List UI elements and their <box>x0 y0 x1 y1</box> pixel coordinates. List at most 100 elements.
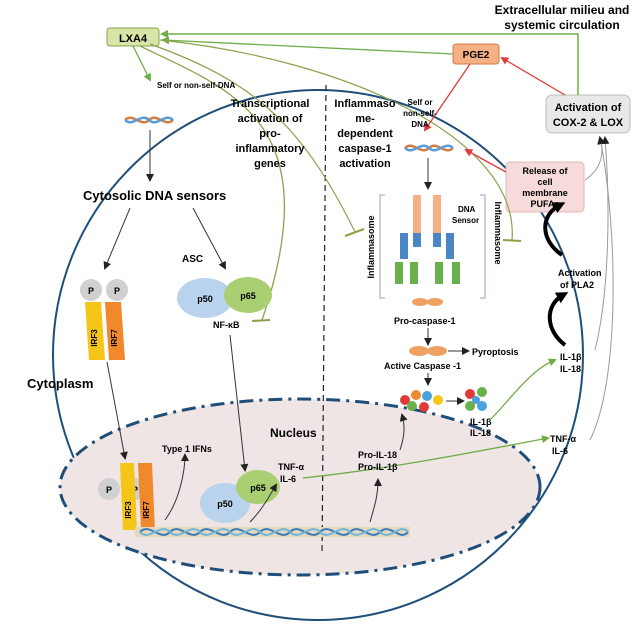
lxa4-to-dna-arrow <box>132 45 151 82</box>
right-dna-line-1: Self or <box>408 98 433 107</box>
release-to-dna-arrow <box>464 149 507 173</box>
cox-lox-line-2: COX-2 & LOX <box>553 117 624 129</box>
inflammasome-act-line-4: caspase-1 <box>338 143 391 155</box>
right-dna-line-2: non-self- <box>403 109 437 118</box>
header-line-2: systemic circulation <box>504 18 619 32</box>
transcriptional-line-2: activation of <box>238 113 303 125</box>
pla2-line-2: of PLA2 <box>560 280 594 290</box>
dna-sensor-line-1: DNA <box>458 205 476 214</box>
release-to-cox-arrow <box>584 136 606 181</box>
cox-lox-line-1: Activation of <box>555 102 622 114</box>
pro-il18-label: Pro-IL-18 <box>358 450 397 460</box>
inflammasome-act-line-2: me- <box>355 113 375 125</box>
il1b-out-label: IL-1β <box>560 352 582 362</box>
cytoplasm-label: Cytoplasm <box>27 376 93 391</box>
release-line-1: Release of <box>522 166 568 176</box>
il-to-cox-arrow <box>594 136 610 351</box>
nuclear-p50-label: p50 <box>217 499 233 509</box>
inflammasome-right-label: Inflammasome <box>493 201 503 264</box>
il1b-label: IL-1β <box>470 417 492 427</box>
dna-helix-icon <box>404 144 454 152</box>
inflammasome-act-line-1: Inflammaso <box>334 98 395 110</box>
inflammasome-left-label: Inflammasome <box>366 215 376 278</box>
release-line-2: cell <box>537 177 552 187</box>
release-line-4: PUFAs <box>530 199 559 209</box>
lxa4-inhibit-pla2 <box>159 39 513 241</box>
cox-to-pge2-arrow <box>500 56 566 96</box>
nfkb-to-nucleus-arrow <box>229 334 249 472</box>
nuclear-irf3-label: IRF3 <box>124 501 133 519</box>
inflammasome-inhibit-bar <box>344 228 365 237</box>
pyroptosis-label: Pyroptosis <box>472 347 519 357</box>
nuclear-nfkb-complex: p50 p65 <box>200 470 280 523</box>
il18-out-label: IL-18 <box>560 364 581 374</box>
il18-label: IL-18 <box>470 428 491 438</box>
phosphate-label: P <box>106 485 112 495</box>
lxa4-label: LXA4 <box>119 33 148 45</box>
nfkb-inhibit-bar <box>251 319 271 322</box>
transcriptional-line-5: genes <box>254 158 286 170</box>
inflammasome-bracket <box>379 194 385 299</box>
curved-arrow-icon <box>543 202 566 257</box>
inflammasome-bracket <box>480 194 486 299</box>
inflammasome-act-line-3: dependent <box>337 128 393 140</box>
p65-label: p65 <box>240 291 256 301</box>
active-caspase-icon <box>409 346 447 356</box>
dna-sensor-line-2: Sensor <box>452 216 479 225</box>
sensors-to-irf-arrow <box>103 207 131 270</box>
pge2-to-lxa4-arrow <box>161 36 454 55</box>
transcriptional-line-1: Transcriptional <box>231 98 310 110</box>
nfkb-label: NF-κB <box>213 320 240 330</box>
irf-to-nucleus-arrow <box>106 361 128 460</box>
nuclear-tnf-label: TNF-α <box>278 462 304 472</box>
caspase-dots-icon <box>400 390 443 412</box>
dna-helix-icon <box>124 116 174 124</box>
phosphate-label: P <box>114 286 120 296</box>
inflammasome-act-line-5: activation <box>339 158 391 170</box>
cox-to-lxa4-arrow <box>160 30 579 95</box>
right-dna-line-3: DNA <box>411 120 429 129</box>
lxa4-inhibit-inflammasome <box>149 43 356 233</box>
header-line-1: Extracellular milieu and <box>495 3 630 17</box>
nuclear-irf-complex: P P IRF3 IRF7 <box>98 463 155 530</box>
caspase-dots-icon <box>465 387 487 411</box>
tnf-il6-to-cox-arrow <box>589 136 614 441</box>
active-caspase-label: Active Caspase -1 <box>384 361 461 371</box>
phosphate-icon <box>98 478 120 500</box>
pro-il1b-label: Pro-IL-1β <box>358 462 398 472</box>
il6-out-label: IL-6 <box>552 446 568 456</box>
irf7-label: IRF7 <box>110 329 119 347</box>
pge2-label: PGE2 <box>463 50 490 61</box>
pge2-to-dna-arrow <box>423 63 471 132</box>
pla2-inhibit-bar <box>502 239 522 242</box>
pro-il-arrow <box>369 478 382 523</box>
nfkb-gene-arrow <box>249 483 278 523</box>
asc-label: ASC <box>182 254 203 265</box>
divider-line <box>321 84 327 556</box>
transcriptional-line-3: pro- <box>259 128 281 140</box>
dna-sensor-structure <box>395 195 460 306</box>
cytosolic-dna-sensors: Cytosolic DNA sensors <box>83 188 226 203</box>
tnf-to-outside-arrow <box>302 435 550 479</box>
nucleus-title: Nucleus <box>270 426 317 440</box>
phosphate-icon <box>106 279 128 301</box>
type1-ifn-arrow <box>164 453 189 521</box>
nuclear-irf7-label: IRF7 <box>142 501 151 519</box>
phosphate-icon <box>80 279 102 301</box>
left-dna-label: Self or non-self-DNA <box>157 81 235 90</box>
release-line-3: membrane <box>522 188 568 198</box>
dna-helix-icon <box>139 528 409 536</box>
sensors-to-nfkb-arrow <box>192 207 226 270</box>
irf3-label: IRF3 <box>90 329 99 347</box>
nfkb-complex: p50 p65 <box>177 277 272 318</box>
nuclear-p65-label: p65 <box>250 483 266 493</box>
pla2-line-1: Activation <box>558 268 602 278</box>
pro-il-to-caspase-arrow <box>399 413 408 451</box>
irf3-irf7-complex: P P IRF3 IRF7 <box>80 279 128 360</box>
dna-strand-bar <box>135 527 410 537</box>
p50-label: p50 <box>197 294 213 304</box>
nuclear-il6-label: IL-6 <box>280 474 296 484</box>
type1-ifns-label: Type 1 IFNs <box>162 444 212 454</box>
il-to-outside-arrow <box>489 358 557 421</box>
